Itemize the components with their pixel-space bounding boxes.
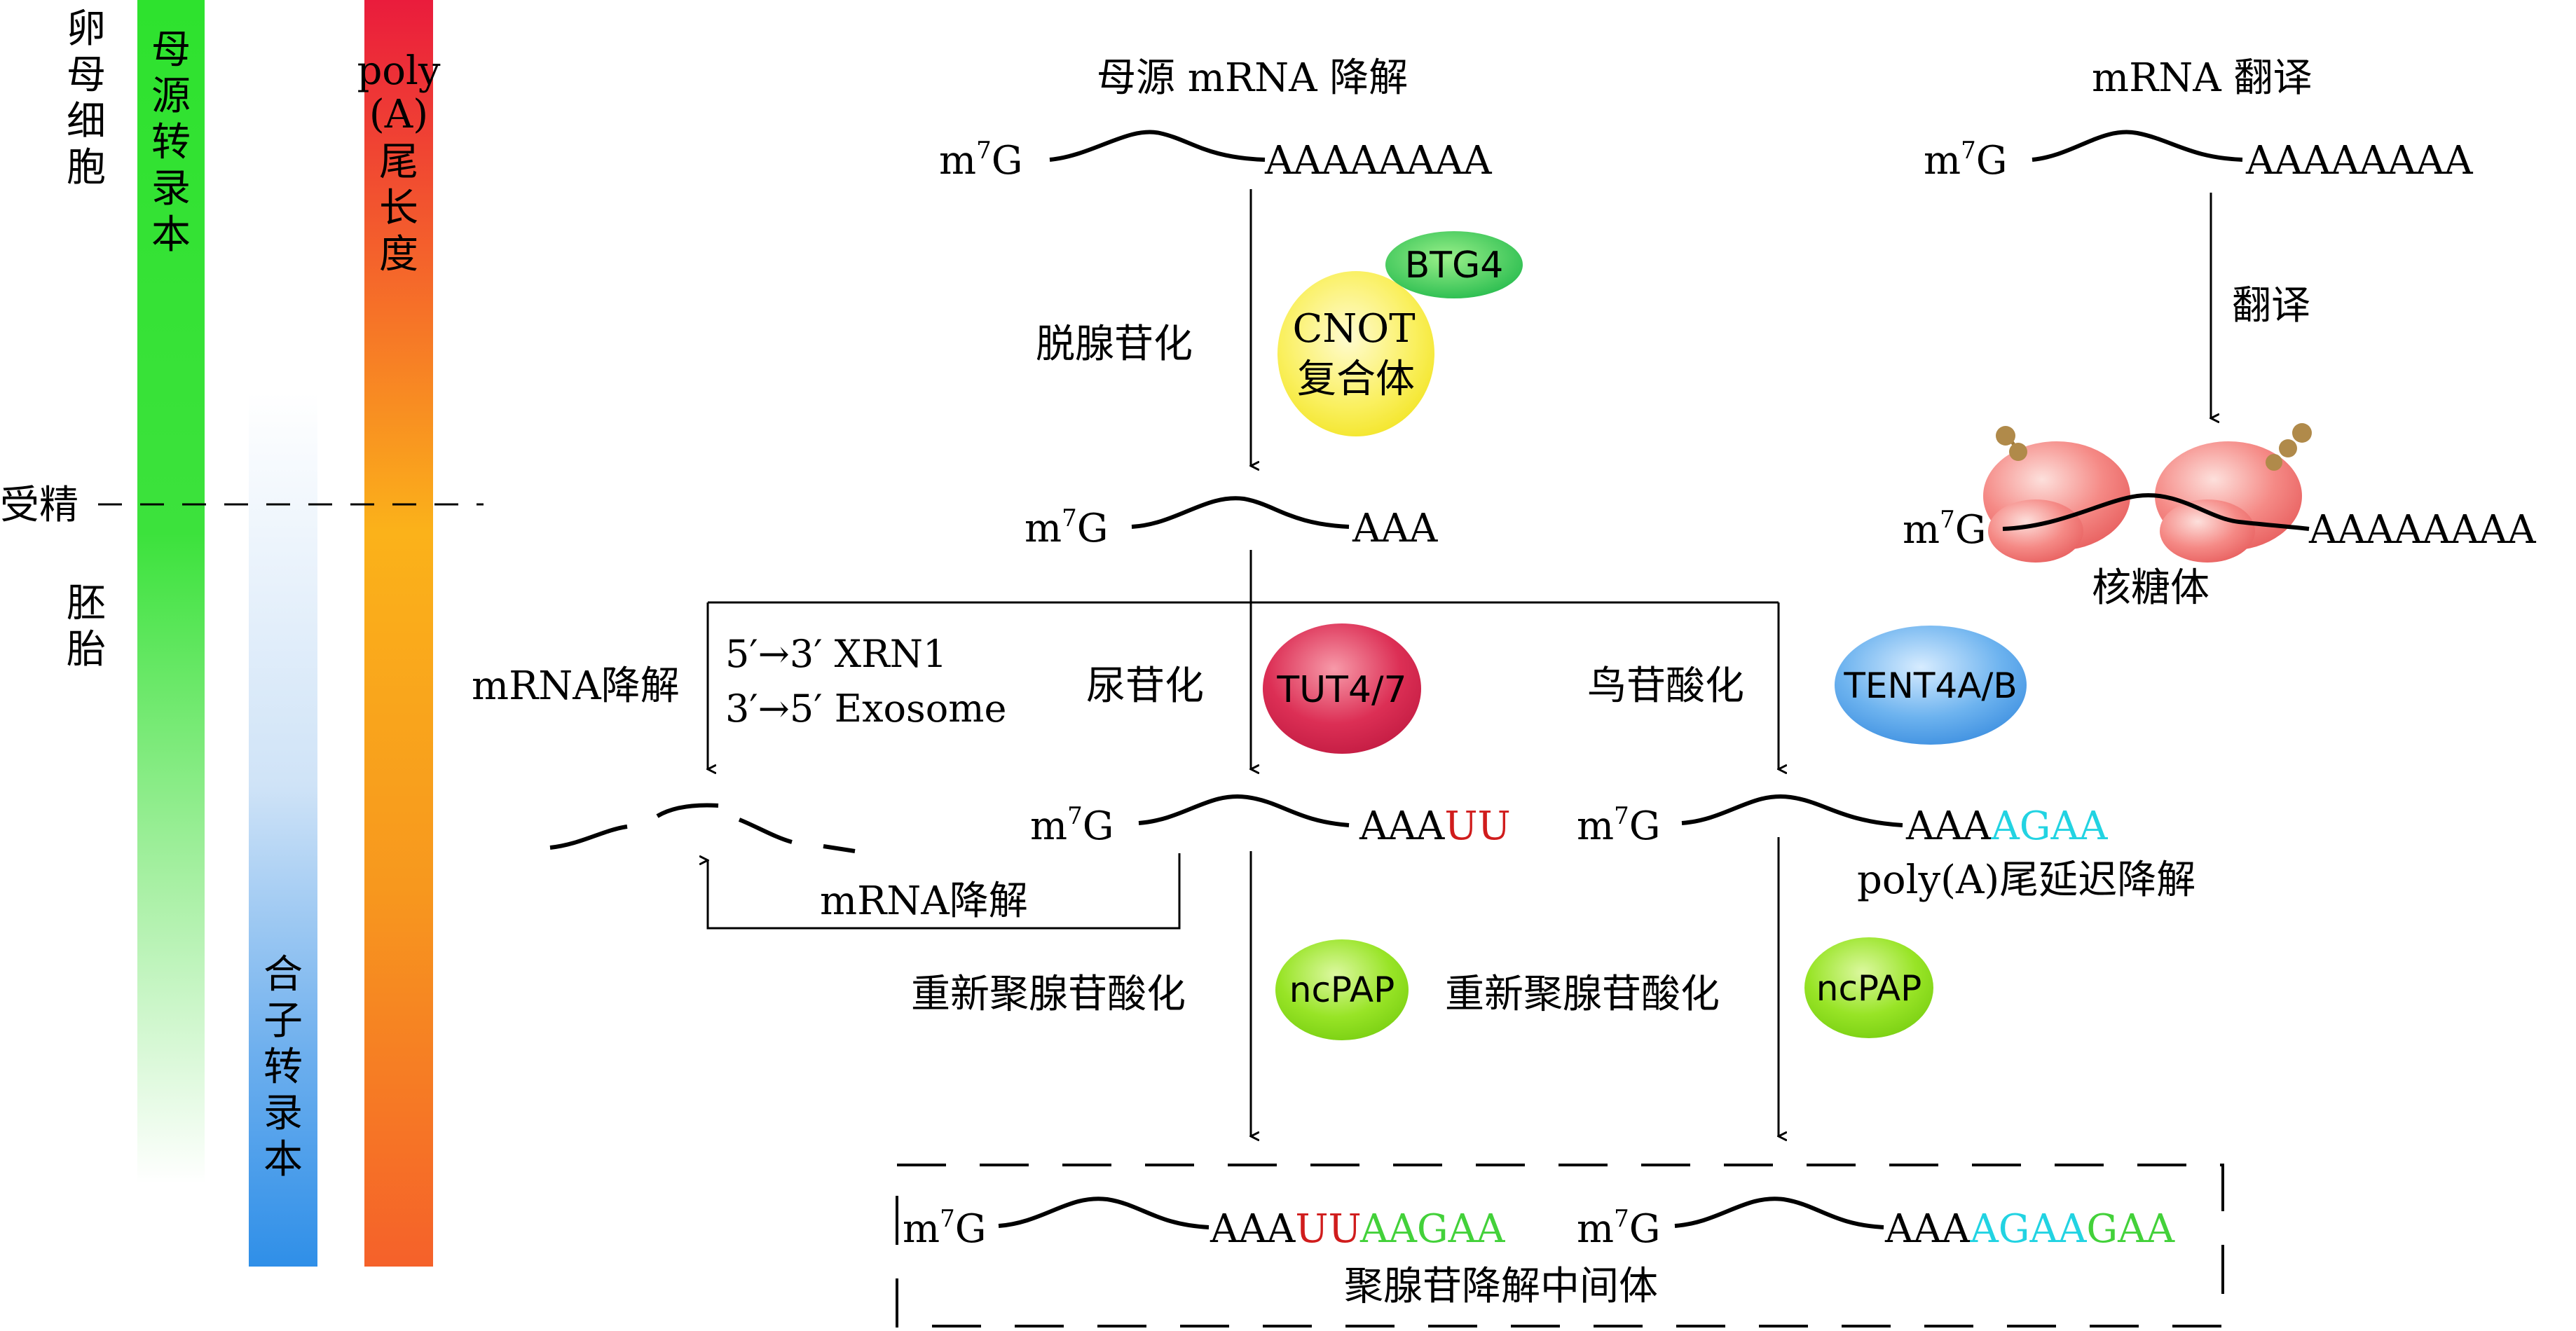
cnot-label-2: 复合体 <box>1297 357 1415 402</box>
translation-label: 翻译 <box>2232 283 2310 329</box>
uridylated-uu: UU <box>1444 804 1510 849</box>
uridylation-label: 尿苷化 <box>1086 663 1204 709</box>
cnot-label-1: CNOT <box>1292 306 1415 352</box>
polya-tail-short: AAA <box>1352 506 1438 551</box>
maternal-decay-title: 母源 mRNA 降解 <box>1097 55 1408 101</box>
mrna-decay-label-2: mRNA降解 <box>820 878 1028 924</box>
svg-text:m7G: m7G <box>939 137 1022 184</box>
decay-feedback-arrow <box>708 853 1181 930</box>
maternal-transcripts-bar <box>137 0 205 1184</box>
tent4a-b-protein <box>1835 626 2027 745</box>
ncpap-label-right: ncPAP <box>1816 968 1922 1009</box>
svg-text:AAAAGAAGAA: AAAAGAAGAA <box>1884 1206 2175 1252</box>
polya-length-label-3: 尾长度 <box>379 139 418 277</box>
svg-text:m7G: m7G <box>1924 137 2007 184</box>
mrna-intermediate-left: m7G AAAUUAAGAA <box>903 1196 1505 1252</box>
ribosome-right <box>2155 423 2312 563</box>
zygotic-transcripts-label: 合子转录本 <box>263 952 303 1182</box>
svg-text:m7G: m7G <box>903 1205 986 1252</box>
intermediate-agaa: AGAA <box>1969 1206 2087 1252</box>
svg-text:AAAUU: AAAUU <box>1359 804 1511 849</box>
cnot-complex <box>1277 271 1434 436</box>
deadenylation-intermediate-box <box>896 1164 2224 1327</box>
ncpap-label-left: ncPAP <box>1289 970 1395 1010</box>
polya-length-label-2: (A) <box>369 92 428 137</box>
translation-tail-top: AAAAAAAA <box>2245 138 2473 184</box>
degraded-mrna-fragments <box>549 803 856 853</box>
intermediate-aagaa: AAGAA <box>1359 1206 1505 1252</box>
xrn1-label: 5′→3′ XRN1 <box>725 632 947 676</box>
mrna-top: m7G AAAAAAAA <box>939 130 1492 184</box>
btg4-label: BTG4 <box>1405 244 1504 287</box>
tut4-7-protein <box>1263 623 1421 754</box>
maternal-transcripts-label: 母源转录本 <box>151 27 191 258</box>
intermediate-label: 聚腺苷降解中间体 <box>1344 1264 1658 1309</box>
polya-tail-long: AAAAAAAA <box>1264 138 1492 184</box>
svg-text:m7G: m7G <box>1030 802 1114 849</box>
tut4-7-label: TUT4/7 <box>1276 669 1406 711</box>
mrna-translation-top: m7G AAAAAAAA <box>1924 130 2473 184</box>
guanylated-aaa: AAA <box>1905 804 1992 849</box>
guanylated-agaa: AGAA <box>1990 804 2108 849</box>
mrna-intermediate-right: m7G AAAAGAAGAA <box>1577 1196 2175 1252</box>
translation-title: mRNA 翻译 <box>2092 55 2313 101</box>
mrna-deadenylated: m7G AAA <box>1025 496 1438 551</box>
svg-text:AAAUUAAGAA: AAAUUAAGAA <box>1210 1206 1505 1252</box>
exosome-label: 3′→5′ Exosome <box>725 687 1006 731</box>
svg-text:m7G: m7G <box>1903 506 1986 553</box>
ncpap-protein-left <box>1275 939 1409 1040</box>
left-stage-labels: 卵母细胞 胚胎 母源转录本 合子转录本 poly (A) 尾长度 <box>67 6 441 1182</box>
translation-tail-bottom: AAAAAAAA <box>2308 507 2536 553</box>
guanylation-label: 鸟苷酸化 <box>1587 663 1744 709</box>
uridylated-aaa: AAA <box>1359 804 1445 849</box>
readenylation-label-1: 重新聚腺苷酸化 <box>911 972 1186 1017</box>
polya-length-bar <box>364 0 433 1267</box>
stage-oocyte-label: 卵母细胞 <box>67 6 106 191</box>
fertilization-label: 受精 <box>0 483 78 528</box>
tent4a-b-label: TENT4A/B <box>1843 666 2017 706</box>
intermediate-uu: UU <box>1295 1206 1360 1252</box>
mrna-translating: m7G AAAAAAAA <box>1903 492 2536 553</box>
ribosome-left <box>1983 426 2130 563</box>
mrna-decay-label-1: mRNA降解 <box>472 663 680 709</box>
deadenylation-label: 脱腺苷化 <box>1036 322 1193 367</box>
ribosome-label: 核糖体 <box>2092 565 2210 611</box>
zygotic-transcripts-bar <box>249 392 317 1267</box>
polya-length-label-1: poly <box>357 48 440 94</box>
svg-text:AAAAGAA: AAAAGAA <box>1905 804 2108 849</box>
intermediate-gaa: GAA <box>2086 1206 2174 1252</box>
ncpap-protein-right <box>1804 937 1933 1038</box>
svg-text:m7G: m7G <box>1577 802 1660 849</box>
svg-text:m7G: m7G <box>1577 1205 1660 1252</box>
delayed-decay-label: poly(A)尾延迟降解 <box>1857 857 2195 903</box>
mrna-uridylated: m7G AAAUU <box>1030 794 1511 849</box>
stage-embryo-label: 胚胎 <box>67 581 106 673</box>
mrna-guanylated: m7G AAAAGAA <box>1577 794 2108 849</box>
svg-text:m7G: m7G <box>1025 504 1108 551</box>
readenylation-label-2: 重新聚腺苷酸化 <box>1445 972 1720 1017</box>
btg4-protein <box>1385 231 1523 298</box>
